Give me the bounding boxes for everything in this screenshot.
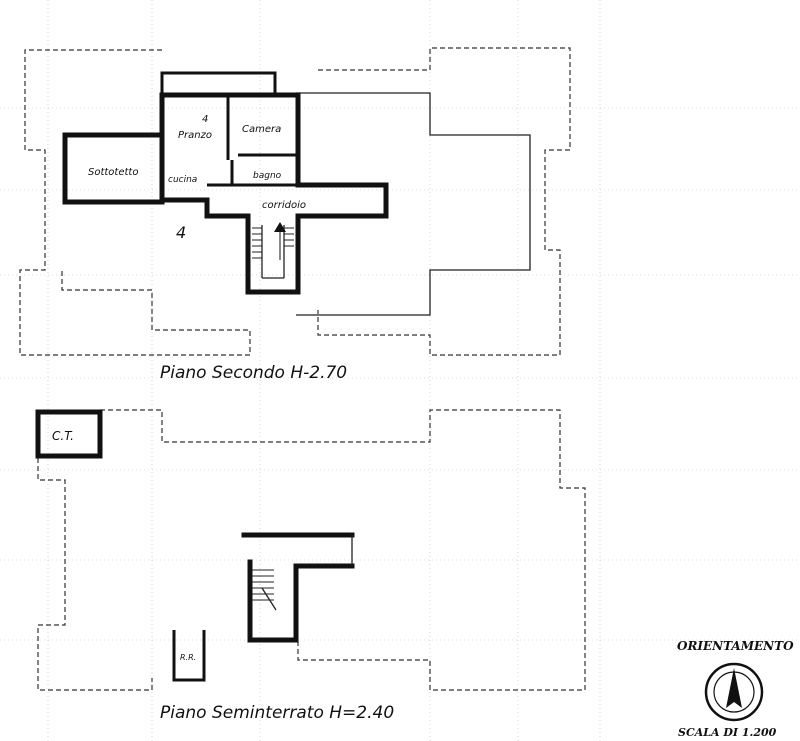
- roof-edge: [160, 71, 277, 95]
- upper-dashed-outline-left: [19, 49, 251, 356]
- compass-outer-ring: [704, 662, 764, 722]
- lower-stair-wall: [247, 559, 355, 643]
- pencil-mark-lower: 4: [176, 223, 186, 242]
- lower-stair-diagonal: [261, 587, 277, 611]
- room-label-sottotetto: Sottotetto: [88, 167, 138, 178]
- upper-plan-title: Piano Secondo H-2.70: [160, 363, 347, 383]
- lower-dashed-outline-left: [37, 450, 153, 691]
- orientation-block: ORIENTAMENTO SCALA DI 1.200: [677, 639, 794, 739]
- room-label-ct: C.T.: [52, 429, 74, 443]
- upper-stair-treads: [252, 227, 294, 259]
- room-label-bagno: bagno: [253, 171, 282, 181]
- room-label-rr: R.R.: [180, 653, 196, 662]
- rr-room: [172, 630, 206, 682]
- room-label-pranzo: Pranzo: [178, 130, 212, 141]
- lower-floor-plan: C.T. R.R. Piano Seminterrato H=2.40: [35, 409, 586, 723]
- room-label-camera: Camera: [242, 124, 281, 135]
- upper-dashed-outline-right: [317, 47, 571, 356]
- ct-room: [35, 409, 103, 459]
- lower-plan-title: Piano Seminterrato H=2.40: [160, 703, 394, 723]
- pencil-mark-upper: 4: [202, 114, 208, 125]
- scale-label: SCALA DI 1.200: [678, 726, 777, 739]
- lower-stair-treads: [252, 569, 274, 601]
- upper-floor-plan: Sottotetto Pranzo Camera cucina bagno co…: [19, 47, 571, 383]
- upper-building-outline: [296, 92, 531, 316]
- north-arrow-icon: [726, 668, 742, 708]
- room-label-cucina: cucina: [168, 175, 197, 185]
- room-label-corridoio: corridoio: [262, 200, 306, 211]
- lower-dashed-outline-top: [100, 409, 586, 691]
- stair-arrow-icon: [274, 222, 286, 232]
- orientation-label: ORIENTAMENTO: [677, 639, 794, 653]
- wall-sottotetto: [62, 132, 165, 205]
